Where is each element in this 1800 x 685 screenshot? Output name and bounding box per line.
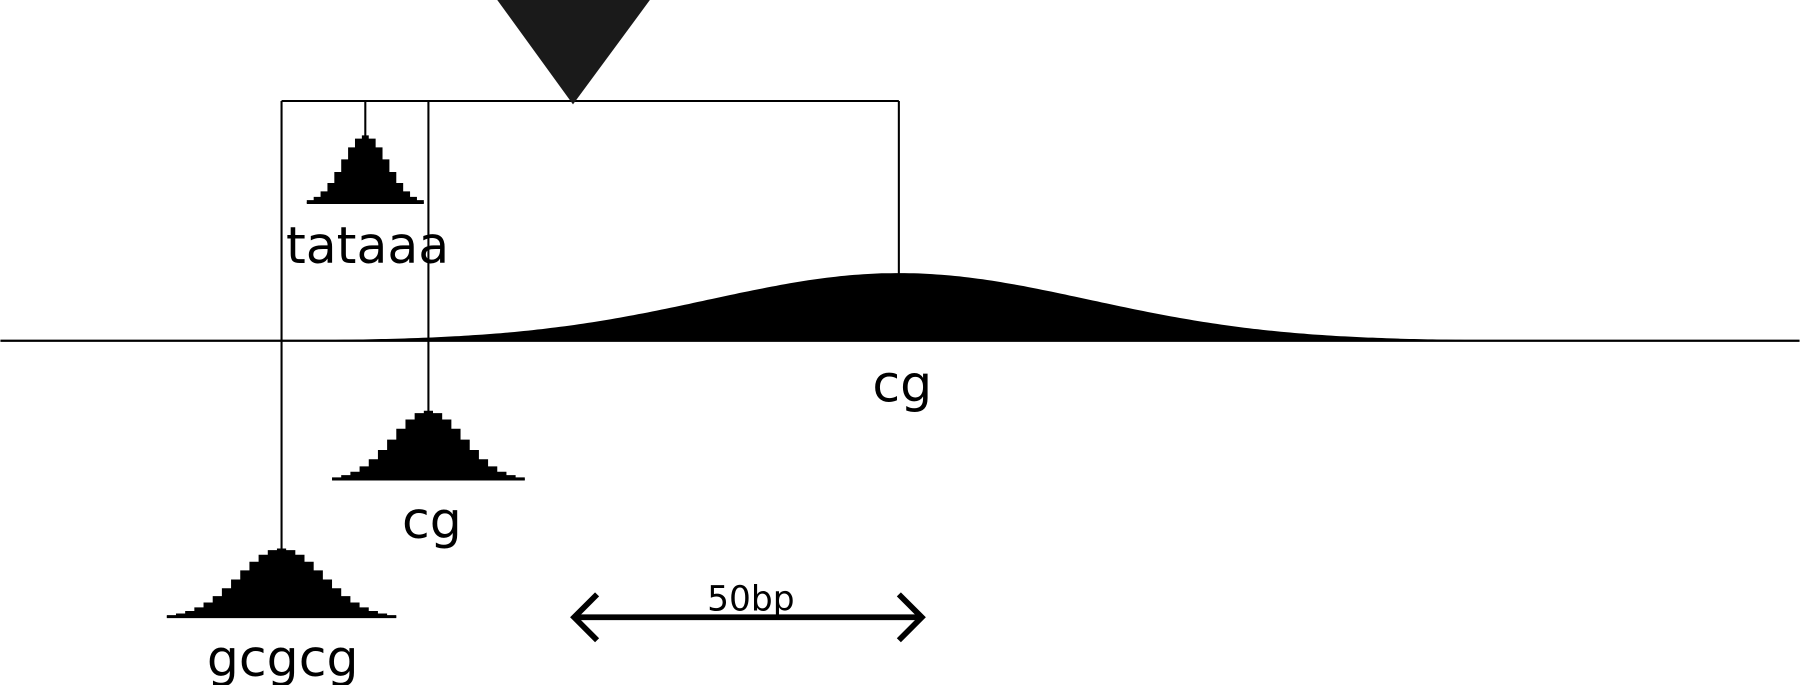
cg-broad-distribution: [0, 273, 1800, 341]
insertion-marker-triangle-icon: [497, 0, 650, 105]
scale-bar-label: 50bp: [707, 579, 794, 619]
arrow-left-icon: [570, 592, 600, 643]
label-gcgcg: gcgcg: [207, 629, 359, 685]
label-cg-small: cg: [402, 491, 462, 550]
scale-bar: 50bp: [570, 579, 926, 643]
label-cg-broad: cg: [872, 355, 932, 414]
connector-bracket: [280, 99, 900, 551]
peak-cg-small: [332, 410, 525, 480]
label-tataaa: tataaa: [286, 216, 449, 275]
peak-tataaa: [306, 135, 424, 204]
arrow-right-icon: [896, 592, 926, 643]
peak-gcgcg: [166, 548, 397, 618]
